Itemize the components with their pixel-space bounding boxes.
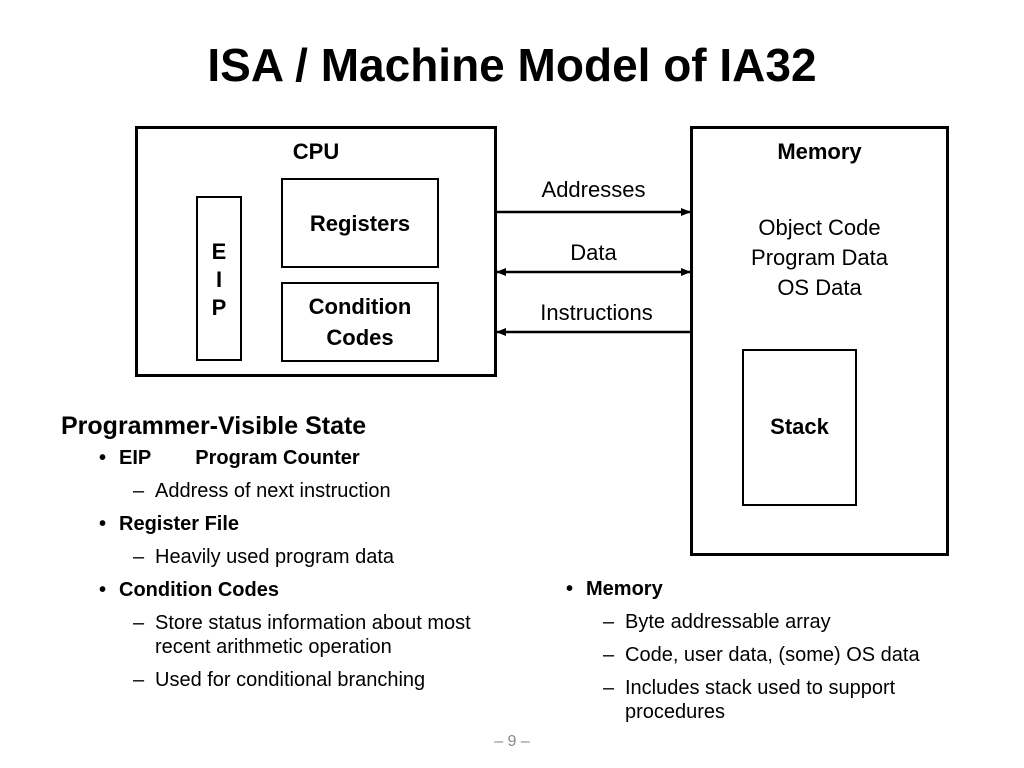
condition-codes-bullet: Condition Codes xyxy=(97,578,501,602)
eip-letter-p: P xyxy=(211,295,227,320)
registers-label: Registers xyxy=(309,211,411,236)
condition-codes-label-line2: Codes xyxy=(326,325,394,350)
condition-codes-label-line1: Condition xyxy=(308,294,412,319)
memory-sub-item-2: Code, user data, (some) OS data xyxy=(603,643,984,667)
memory-sub-item-3: Includes stack used to support procedure… xyxy=(603,676,945,724)
eip-term: EIP xyxy=(119,447,152,469)
condition-codes-sub-item-2: Used for conditional branching xyxy=(133,668,501,692)
memory-box: Memory Object Code Program Data OS Data … xyxy=(690,126,949,556)
stack-label: Stack xyxy=(770,414,829,439)
register-file-sub-item: Heavily used program data xyxy=(133,545,501,569)
stack-box: Stack xyxy=(742,349,857,506)
cpu-box: CPU E I P Registers Condition Codes xyxy=(135,126,497,377)
memory-content-os-data: OS Data xyxy=(777,275,862,300)
eip-sub-item: Address of next instruction xyxy=(133,479,501,503)
instructions-label: Instructions xyxy=(540,300,653,325)
memory-notes: Memory Byte addressable array Code, user… xyxy=(564,577,984,733)
programmer-visible-state: Programmer-Visible State EIP Program Coun… xyxy=(61,414,501,701)
eip-letter-i: I xyxy=(215,267,223,292)
eip-desc: Program Counter xyxy=(195,447,360,469)
cpu-label: CPU xyxy=(292,139,340,164)
eip-bullet: EIP Program Counter xyxy=(97,446,501,470)
slide-title: ISA / Machine Model of IA32 xyxy=(207,39,817,91)
memory-sub-item-1: Byte addressable array xyxy=(603,610,984,634)
condition-codes-sub-item-1: Store status information about most rece… xyxy=(133,611,485,659)
memory-label: Memory xyxy=(777,139,862,164)
condition-codes-box: Condition Codes xyxy=(281,282,439,362)
register-file-bullet: Register File xyxy=(97,512,501,536)
eip-letter-e: E xyxy=(211,239,227,264)
state-heading: Programmer-Visible State xyxy=(61,412,367,440)
registers-box: Registers xyxy=(281,178,439,268)
page-number: – 9 – xyxy=(494,733,530,750)
addresses-label: Addresses xyxy=(541,177,646,202)
memory-content-object-code: Object Code xyxy=(758,215,881,240)
memory-bullet: Memory xyxy=(564,577,984,601)
eip-box: E I P xyxy=(196,196,242,361)
data-label: Data xyxy=(570,240,617,265)
memory-content-program-data: Program Data xyxy=(751,245,888,270)
